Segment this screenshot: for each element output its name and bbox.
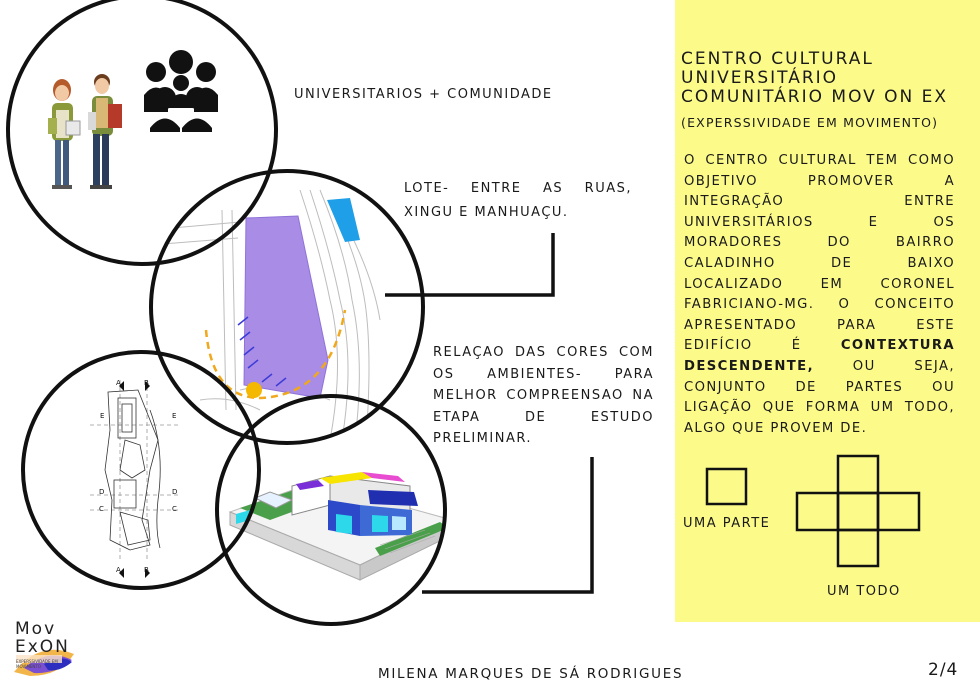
connector-render xyxy=(422,457,594,594)
panel-body-bold: CONTEXTURA DESCENDENTE, xyxy=(684,338,955,374)
plan-label-d-left: D xyxy=(99,488,104,496)
logo-tagline: EXPERSSIVIDADE EM MOVIMENTO xyxy=(16,659,58,669)
whole-cross xyxy=(795,454,921,568)
author-name: MILENA MARQUES DE SÁ RODRIGUES xyxy=(378,666,684,682)
caption-colors: RELAÇAO DAS CORES COM OS AMBIENTES- PARA… xyxy=(433,345,654,446)
connector-site xyxy=(385,233,555,297)
whole-label: UM TODO xyxy=(827,584,901,599)
plan-label-d-right: D xyxy=(172,488,177,496)
panel-title: CENTRO CULTURAL UNIVERSITÁRIO COMUNITÁRI… xyxy=(681,49,949,107)
logo-line-2: ExON xyxy=(15,637,70,657)
site-plan xyxy=(151,189,381,441)
logo-line-1: Mov xyxy=(15,619,57,639)
page-number: 2/4 xyxy=(928,660,959,680)
floor-plan: A B A B E E D D C C xyxy=(90,379,180,578)
students-illustration xyxy=(48,74,122,189)
logo-text: Mov ExON xyxy=(15,620,70,656)
plan-label-c-left: C xyxy=(99,505,104,513)
caption-users: UNIVERSITARIOS + COMUNIDADE xyxy=(294,87,553,102)
panel-body: O CENTRO CULTURAL TEM COMO OBJETIVO PROM… xyxy=(684,151,955,439)
plan-label-a-bottom: A xyxy=(116,566,121,574)
panel-body-intro: O CENTRO CULTURAL TEM COMO OBJETIVO PROM… xyxy=(684,153,955,354)
panel-subtitle: (EXPERSSIVIDADE EM MOVIMENTO) xyxy=(681,115,939,130)
plan-label-c-right: C xyxy=(172,505,177,513)
group-icon xyxy=(144,50,218,132)
building-render xyxy=(228,472,445,581)
circle-site xyxy=(149,169,425,445)
plan-label-e-left: E xyxy=(100,412,104,420)
circle-floor-plan xyxy=(21,350,261,590)
info-panel xyxy=(675,0,980,622)
panel-body-end: OU SEJA, CONJUNTO DE PARTES OU LIGAÇÃO Q… xyxy=(684,358,956,436)
part-square xyxy=(705,467,748,506)
logo xyxy=(14,649,74,676)
plan-label-e-right: E xyxy=(172,412,176,420)
circle-render xyxy=(215,394,447,626)
plan-label-a-top: A xyxy=(116,379,121,387)
part-label: UMA PARTE xyxy=(683,516,771,531)
circle-users xyxy=(6,0,278,266)
caption-site: LOTE- ENTRE AS RUAS, XINGU E MANHUAÇU. xyxy=(404,181,632,220)
